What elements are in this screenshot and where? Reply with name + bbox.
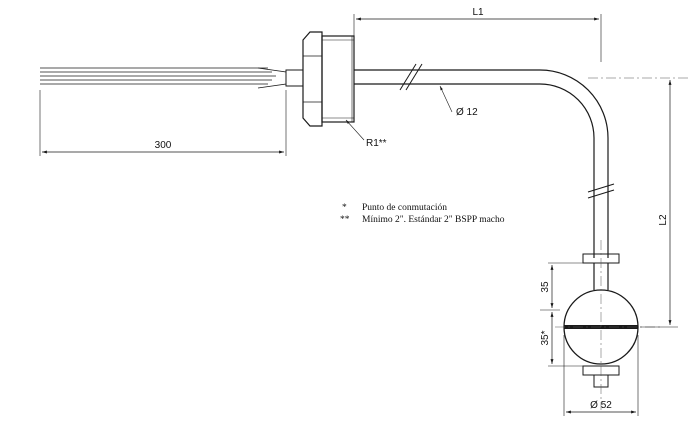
threaded-connection [321,35,355,123]
dimension-float-offsets: 35 35* [540,262,592,367]
tube [354,63,615,258]
note-text-1: Punto de conmutación [362,203,447,213]
hex-nut [302,31,323,127]
note-marker-2: ** [340,215,350,225]
cable-gland [285,69,304,87]
dimension-cable-length: 300 [39,90,287,156]
notes: * Punto de conmutación ** Mínimo 2". Est… [340,203,505,225]
cable-length-label: 300 [155,140,172,151]
center-lines [555,77,690,410]
tube-diameter-leader: Ø 12 [439,85,478,118]
float-upper-label: 35 [540,281,551,293]
float-lower-label: 35* [540,330,551,345]
dimension-l1: L1 [353,7,602,62]
thread-size-label: R1** [366,138,387,149]
thread-leader: R1** [345,119,387,149]
dimension-l2: L2 [640,80,678,328]
float-diameter-label: Ø 52 [590,400,612,411]
dimension-float-diameter: Ø 52 [563,335,639,416]
cable [40,67,287,89]
note-marker-1: * [342,203,347,213]
tube-diameter-label: Ø 12 [456,107,478,118]
note-text-2: Mínimo 2". Estándar 2" BSPP macho [362,215,505,225]
l2-label: L2 [658,214,669,226]
l1-label: L1 [472,7,484,18]
